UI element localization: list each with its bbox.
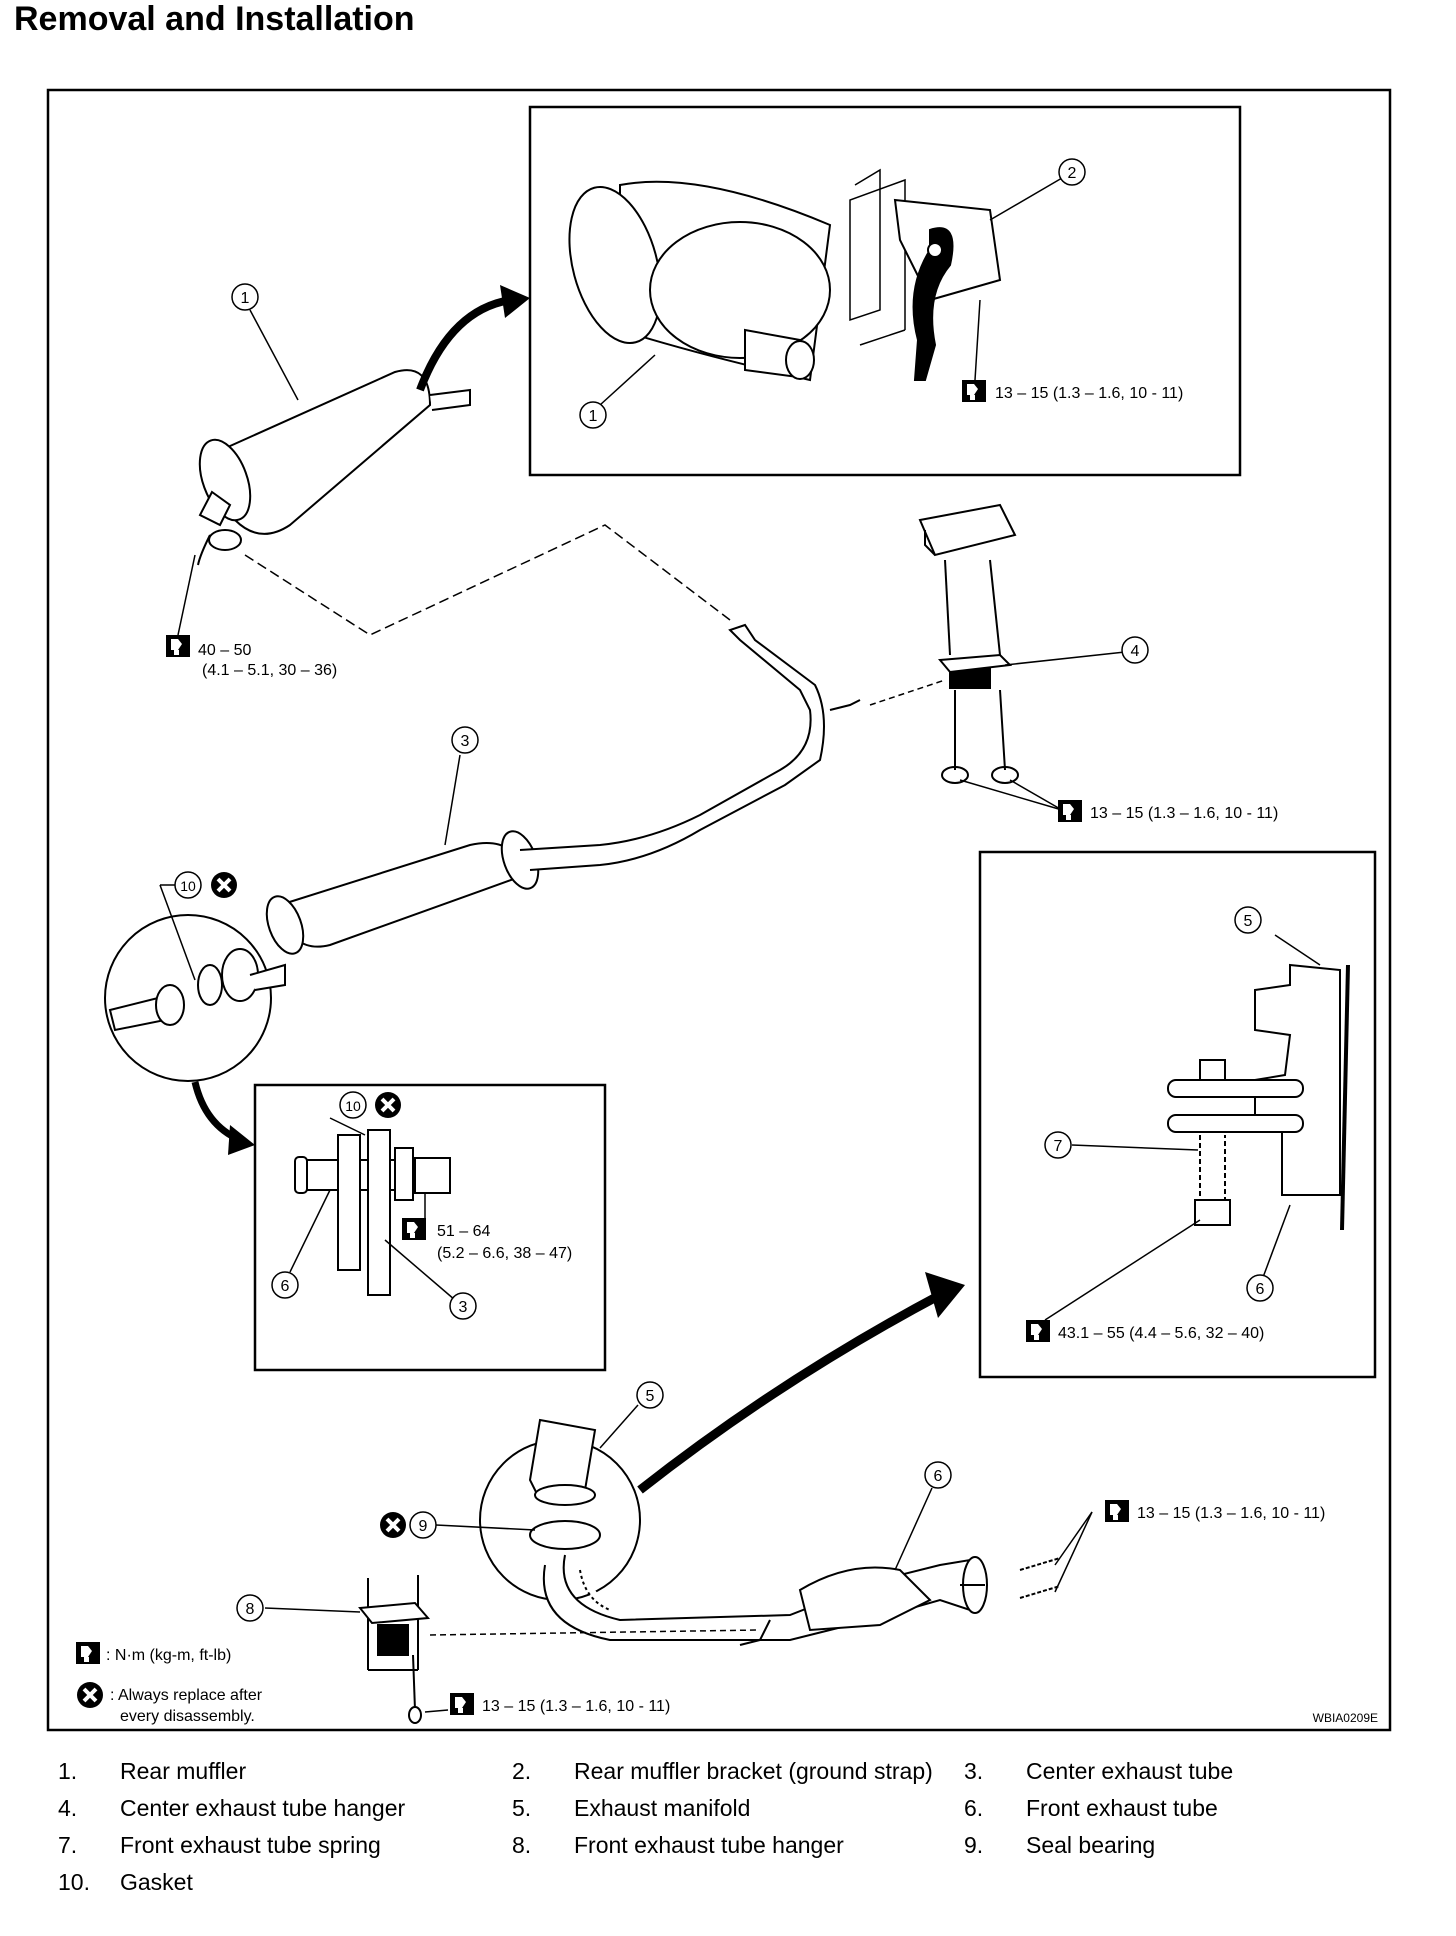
part-name: Exhaust manifold [574,1795,751,1821]
callout-5-main [636,1381,664,1409]
front-exhaust-tube [528,1418,988,1646]
gasket-joint-detail [294,1129,451,1296]
callout-6-detail-gasket-label: 6 [281,1278,290,1295]
callout-10-detail-label: 10 [345,1098,361,1114]
gasket-detail-box [253,1083,607,1372]
torque-front-flange: 13 – 15 (1.3 – 1.6, 10 - 11) [1137,1505,1325,1522]
callout-5-detail-label: 5 [1244,913,1253,930]
part-num: 8. [512,1832,532,1858]
callout-6-detail-gasket [271,1271,299,1299]
part-num: 1. [58,1758,78,1784]
part-name: Center exhaust tube hanger [120,1795,406,1821]
callout-1-main-label: 1 [241,290,250,307]
key-torque-unit: : N·m (kg-m, ft-lb) [106,1647,231,1664]
callout-7-label: 7 [1054,1138,1063,1155]
callout-8-label: 8 [246,1601,255,1618]
legend-row: 1. Rear muffler 2. Rear muffler bracket … [58,1758,1326,1795]
key-replace-line1: : Always replace after [110,1687,263,1704]
part-num: 6. [964,1795,984,1821]
center-exhaust-tube-hanger [918,503,1019,784]
rear-muffler-bracket [893,198,1002,381]
torque-front-hanger: 13 – 15 (1.3 – 1.6, 10 - 11) [482,1698,670,1715]
callout-6-main [924,1461,952,1489]
callout-2-label: 2 [1068,165,1077,182]
callout-2 [1058,158,1086,186]
torque-wrench-icon [402,1218,426,1240]
torque-wrench-icon [962,380,986,402]
callout-3-detail-label: 3 [459,1299,468,1316]
callout-1-main [231,283,259,311]
callout-3-main-label: 3 [461,733,470,750]
rear-bracket-detail-box [528,105,1242,477]
replace-x-icon [373,1090,403,1120]
callout-9-label: 9 [419,1518,428,1535]
callout-5-detail [1234,906,1262,934]
callout-9 [409,1511,437,1539]
front-exhaust-tube-hanger [358,1575,431,1724]
callout-10-detail [339,1091,367,1119]
callout-6-detail-spring [1246,1274,1274,1302]
part-num: 7. [58,1832,78,1858]
callout-5-main-label: 5 [646,1388,655,1405]
callout-6-main-label: 6 [934,1468,943,1485]
callout-8 [236,1594,264,1622]
manifold-spring-detail-box [978,850,1377,1379]
part-name: Front exhaust tube spring [120,1832,381,1858]
torque-key-wrench-icon [76,1642,100,1664]
torque-wrench-icon [450,1693,474,1715]
parts-legend: 1. Rear muffler 2. Rear muffler bracket … [58,1758,1326,1906]
part-name: Rear muffler bracket (ground strap) [574,1758,933,1784]
part-name: Seal bearing [1026,1832,1156,1858]
part-name: Gasket [120,1869,193,1895]
torque-wrench-icon [166,635,190,657]
manifold-spring-detail [1167,963,1350,1231]
part-num: 5. [512,1795,532,1821]
torque-rear-clamp-2: (4.1 – 5.1, 30 – 36) [202,662,337,679]
callout-7 [1044,1131,1072,1159]
torque-rear-bracket: 13 – 15 (1.3 – 1.6, 10 - 11) [995,385,1183,402]
part-num: 10. [58,1869,90,1895]
legend-row: 7. Front exhaust tube spring 8. Front ex… [58,1832,1326,1869]
torque-wrench-icon [1058,800,1082,822]
callout-3-main [451,726,479,754]
exhaust-system-diagram: 1 40 – 50 (4.1 – 5.1, 30 – 36) 2 1 13 – … [46,88,1392,1732]
torque-manifold-spring: 43.1 – 55 (4.4 – 5.6, 32 – 40) [1058,1325,1264,1342]
center-exhaust-tube [265,623,861,955]
part-num: 4. [58,1795,78,1821]
diagram-frame [46,88,1392,1732]
legend-row: 10. Gasket [58,1869,1326,1906]
callout-10-main [174,871,202,899]
torque-wrench-icon [1105,1500,1129,1522]
key-replace-line2: every disassembly. [120,1708,255,1725]
callout-4 [1121,636,1149,664]
part-num: 2. [512,1758,532,1784]
part-name: Front exhaust tube [1026,1795,1218,1821]
rear-muffler-detail [568,180,832,382]
replace-x-icon [378,1510,408,1540]
torque-rear-clamp-1: 40 – 50 [198,642,251,659]
rear-muffler [197,369,471,566]
replace-x-icon [209,870,239,900]
part-name: Center exhaust tube [1026,1758,1234,1784]
callout-6-detail-spring-label: 6 [1256,1281,1265,1298]
torque-gasket-2: (5.2 – 6.6, 38 – 47) [437,1245,572,1262]
callout-1-detail-label: 1 [589,408,598,425]
callout-4-label: 4 [1131,643,1140,660]
part-name: Rear muffler [120,1758,247,1784]
page-title: Removal and Installation [14,0,415,38]
torque-wrench-icon [1026,1320,1050,1342]
torque-gasket-1: 51 – 64 [437,1223,490,1240]
part-num: 9. [964,1832,984,1858]
callout-10-main-label: 10 [180,878,196,894]
figure-id: WBIA0209E [1313,1711,1378,1725]
callout-3-detail [449,1292,477,1320]
part-name: Front exhaust tube hanger [574,1832,844,1858]
torque-center-hanger: 13 – 15 (1.3 – 1.6, 10 - 11) [1090,805,1278,822]
key-replace-x-icon [75,1680,105,1710]
legend-row: 4. Center exhaust tube hanger 5. Exhaust… [58,1795,1326,1832]
callout-1-detail [579,401,607,429]
part-num: 3. [964,1758,984,1784]
